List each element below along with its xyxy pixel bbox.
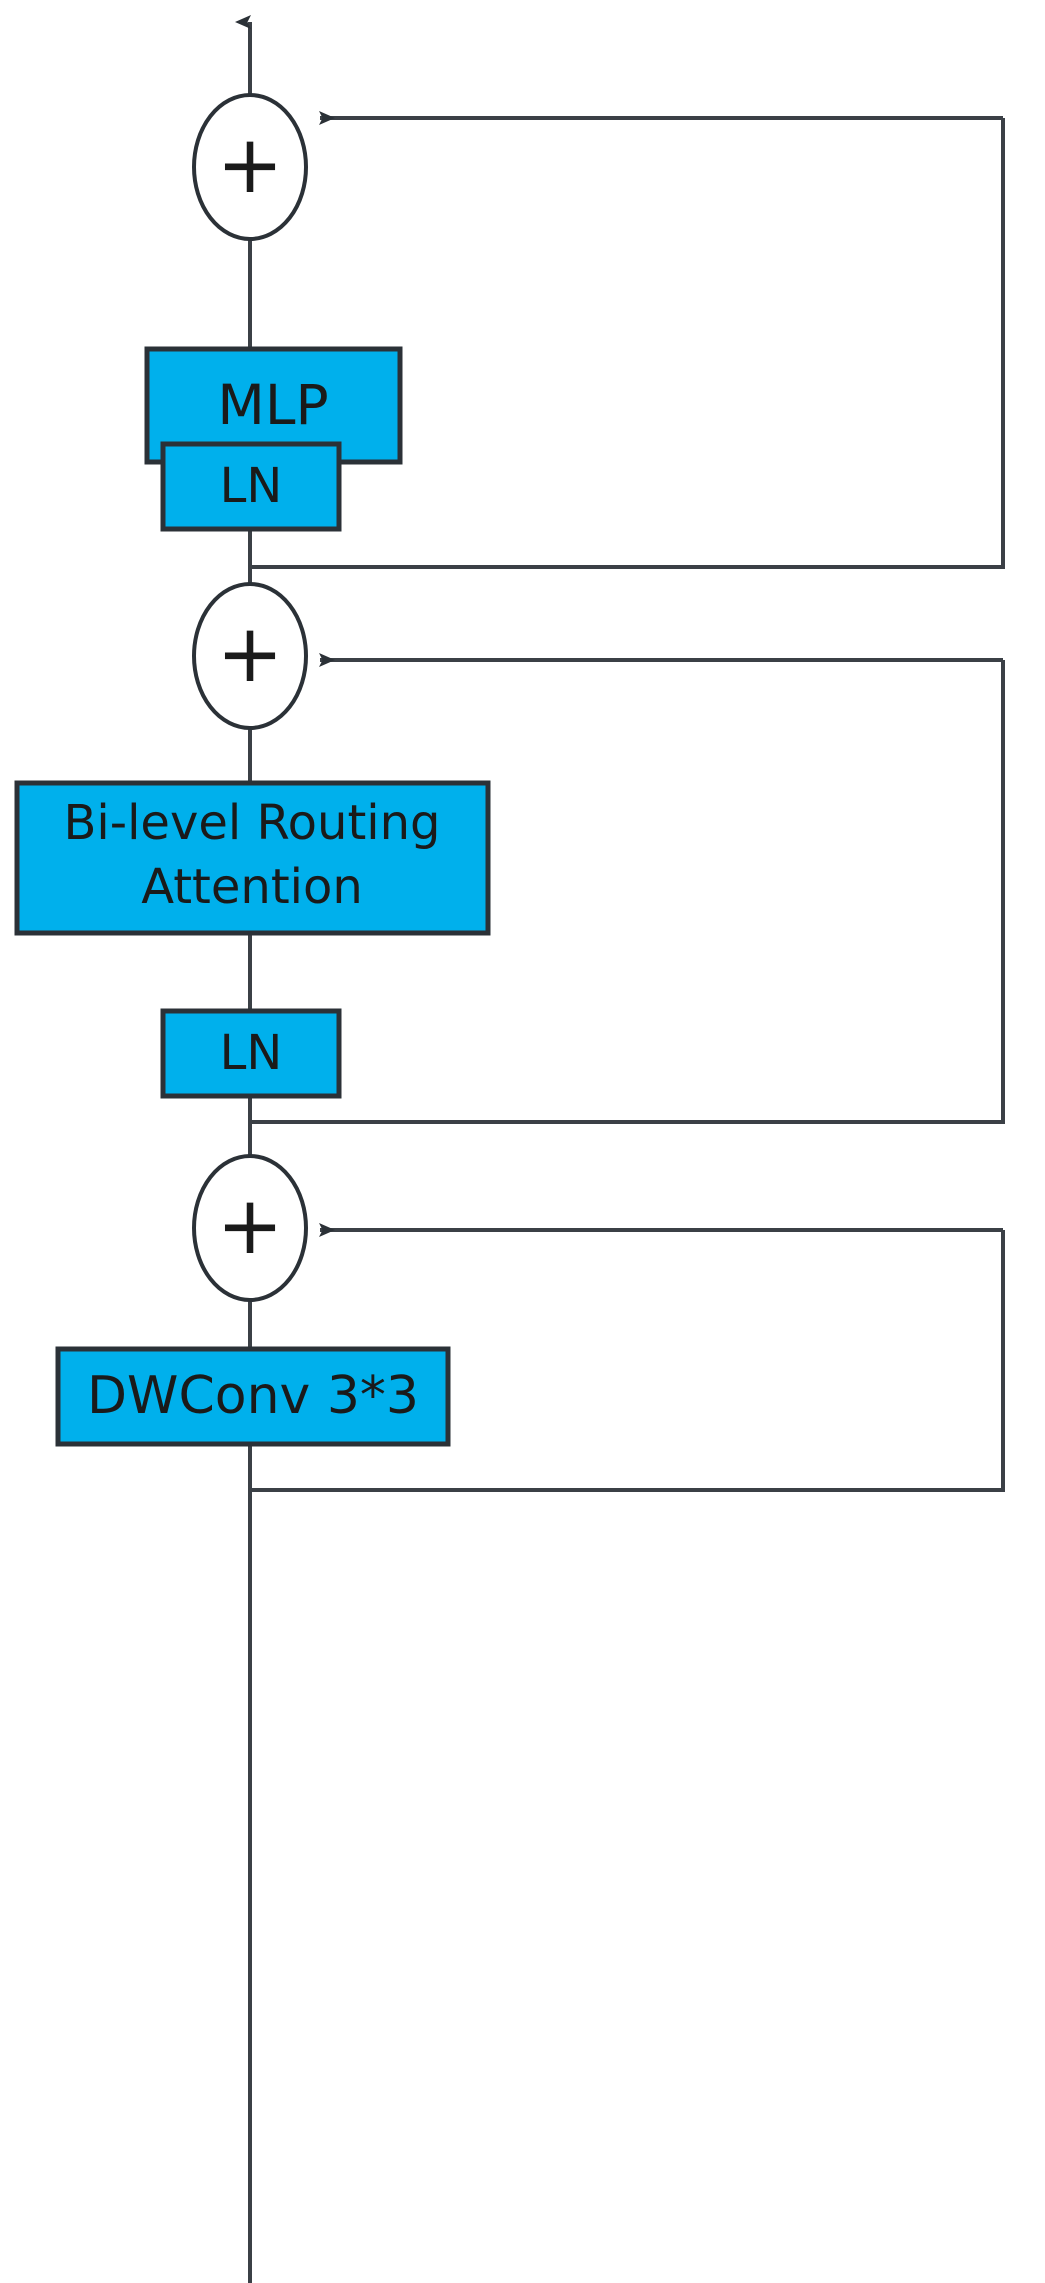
operator-add-3-label: + (216, 1179, 283, 1272)
wire-residual-skip-2 (250, 660, 1005, 1124)
operator-add-2[interactable]: + (192, 582, 308, 730)
block-ln-upper-label: LN (220, 458, 283, 514)
operator-add-2-label: + (216, 607, 283, 700)
block-bra-label-line2: Attention (141, 859, 363, 915)
block-bra-rect (14, 780, 491, 936)
wire-residual-skip-1 (250, 118, 1005, 569)
block-ln-upper[interactable]: LN (160, 441, 342, 532)
operator-add-1[interactable]: + (192, 93, 308, 241)
block-ln-lower-label: LN (220, 1025, 283, 1081)
operator-add-2-circle (192, 582, 308, 730)
block-dwconv-label: DWConv 3*3 (87, 1366, 419, 1426)
operator-add-3[interactable]: + (192, 1154, 308, 1302)
block-ln-upper-rect (160, 441, 342, 532)
operator-add-1-circle (192, 93, 308, 241)
operator-add-3-circle (192, 1154, 308, 1302)
block-bi-level-routing-attention[interactable]: Bi-level Routing Attention (14, 780, 491, 936)
block-bra-label-line1: Bi-level Routing (63, 795, 440, 851)
wire-residual-skip-3 (250, 1230, 1005, 1492)
block-dwconv[interactable]: DWConv 3*3 (55, 1346, 451, 1447)
block-ln-lower[interactable]: LN (160, 1008, 342, 1099)
block-dwconv-rect (55, 1346, 451, 1447)
operator-add-1-label: + (216, 118, 283, 211)
block-ln-lower-rect (160, 1008, 342, 1099)
block-mlp-label: MLP (217, 373, 328, 437)
